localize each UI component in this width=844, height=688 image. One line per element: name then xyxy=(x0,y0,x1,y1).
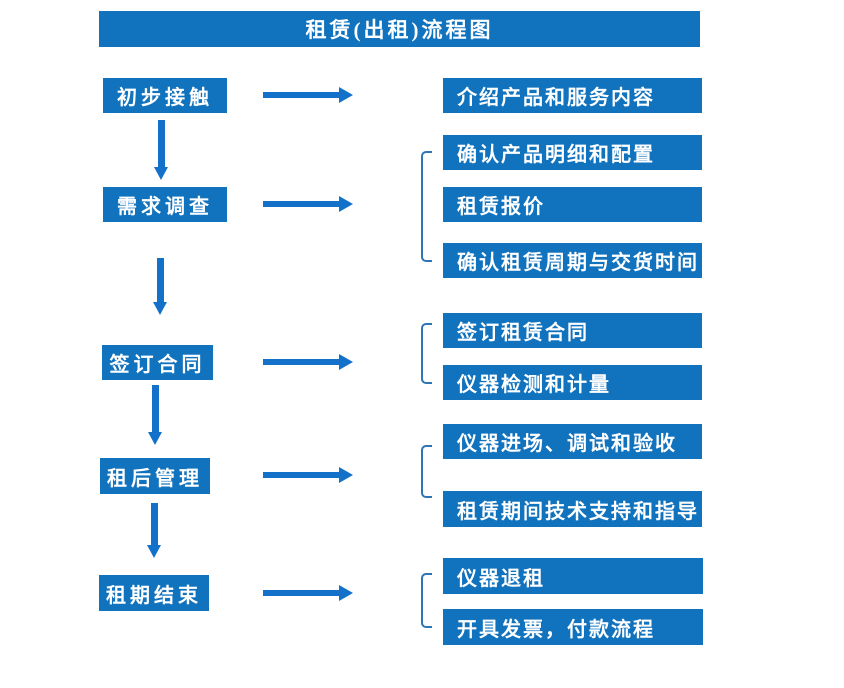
detail-box-intro-products: 介绍产品和服务内容 xyxy=(443,78,702,113)
bracket-group-post-rental xyxy=(421,445,432,498)
stage-box-rental-end: 租期结束 xyxy=(99,575,209,611)
detail-box-instrument-setup-acceptance: 仪器进场、调试和验收 xyxy=(443,424,702,459)
detail-box-confirm-period-delivery: 确认租赁周期与交货时间 xyxy=(443,243,702,278)
stage-box-initial-contact: 初步接触 xyxy=(103,78,227,113)
detail-box-tech-support: 租赁期间技术支持和指导 xyxy=(443,491,702,527)
down-arrow-2 xyxy=(153,258,167,315)
bracket-group-demand-survey xyxy=(421,151,432,262)
detail-box-confirm-product-details: 确认产品明细和配置 xyxy=(443,135,702,170)
bracket-group-sign-contract xyxy=(421,323,432,384)
stage-box-demand-survey: 需求调查 xyxy=(103,187,227,222)
detail-box-sign-lease-contract: 签订租赁合同 xyxy=(443,313,702,348)
down-arrow-1 xyxy=(154,120,168,180)
bracket-group-rental-end xyxy=(421,573,432,628)
right-arrow-2 xyxy=(263,196,353,212)
detail-box-instrument-return: 仪器退租 xyxy=(443,558,703,594)
detail-box-invoice-payment: 开具发票，付款流程 xyxy=(443,609,703,645)
detail-box-instrument-testing: 仪器检测和计量 xyxy=(443,365,702,400)
down-arrow-4 xyxy=(147,503,161,558)
right-arrow-3 xyxy=(263,354,353,370)
stage-box-sign-contract: 签订合同 xyxy=(102,345,213,380)
right-arrow-1 xyxy=(263,87,353,103)
stage-box-post-rental-management: 租后管理 xyxy=(100,458,210,494)
down-arrow-3 xyxy=(148,385,162,445)
detail-box-rental-quote: 租赁报价 xyxy=(443,187,702,222)
right-arrow-5 xyxy=(263,585,353,601)
flowchart-title-bar: 租赁(出租)流程图 xyxy=(99,11,700,47)
right-arrow-4 xyxy=(263,467,353,483)
flowchart-title: 租赁(出租)流程图 xyxy=(305,18,494,42)
